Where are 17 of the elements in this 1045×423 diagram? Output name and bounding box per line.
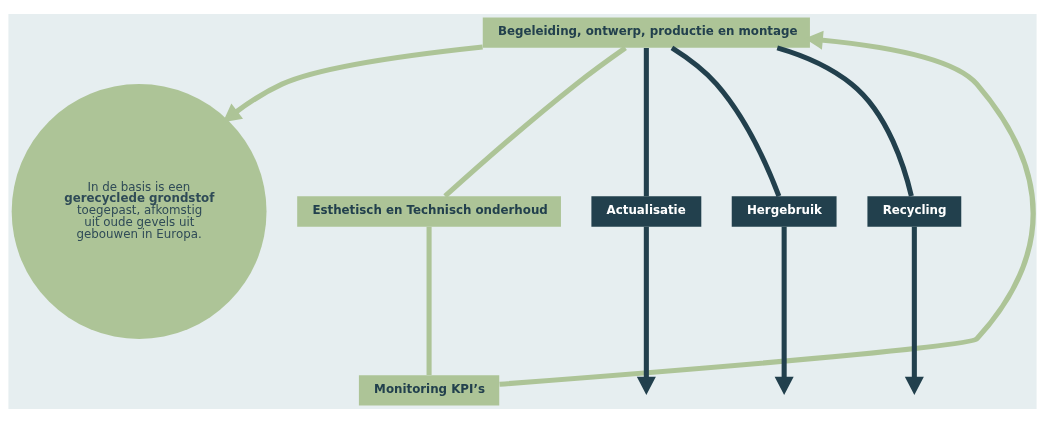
connector — [776, 45, 914, 197]
connector — [643, 47, 649, 197]
arrow — [904, 226, 924, 395]
node-box: Esthetisch en Technisch onderhoud — [297, 196, 561, 227]
node-box: Begeleiding, ontwerp, productie en montage — [482, 17, 810, 48]
arrow — [636, 226, 656, 395]
node-circle: In de basis is een gerecyclede grondstof toegepast, afkomstig uit oude gevels uit gebouwen in Europa. — [11, 84, 267, 339]
arrow — [222, 44, 483, 123]
arrow — [499, 30, 1036, 387]
node-box: Actualisatie — [591, 196, 702, 227]
connector — [426, 226, 432, 376]
connector — [443, 45, 627, 199]
node-box: Hergebruik — [731, 196, 837, 227]
node-box: Monitoring KPI’s — [358, 375, 500, 406]
node-box: Recycling — [867, 196, 962, 227]
connector — [670, 45, 782, 197]
arrow — [774, 226, 794, 395]
